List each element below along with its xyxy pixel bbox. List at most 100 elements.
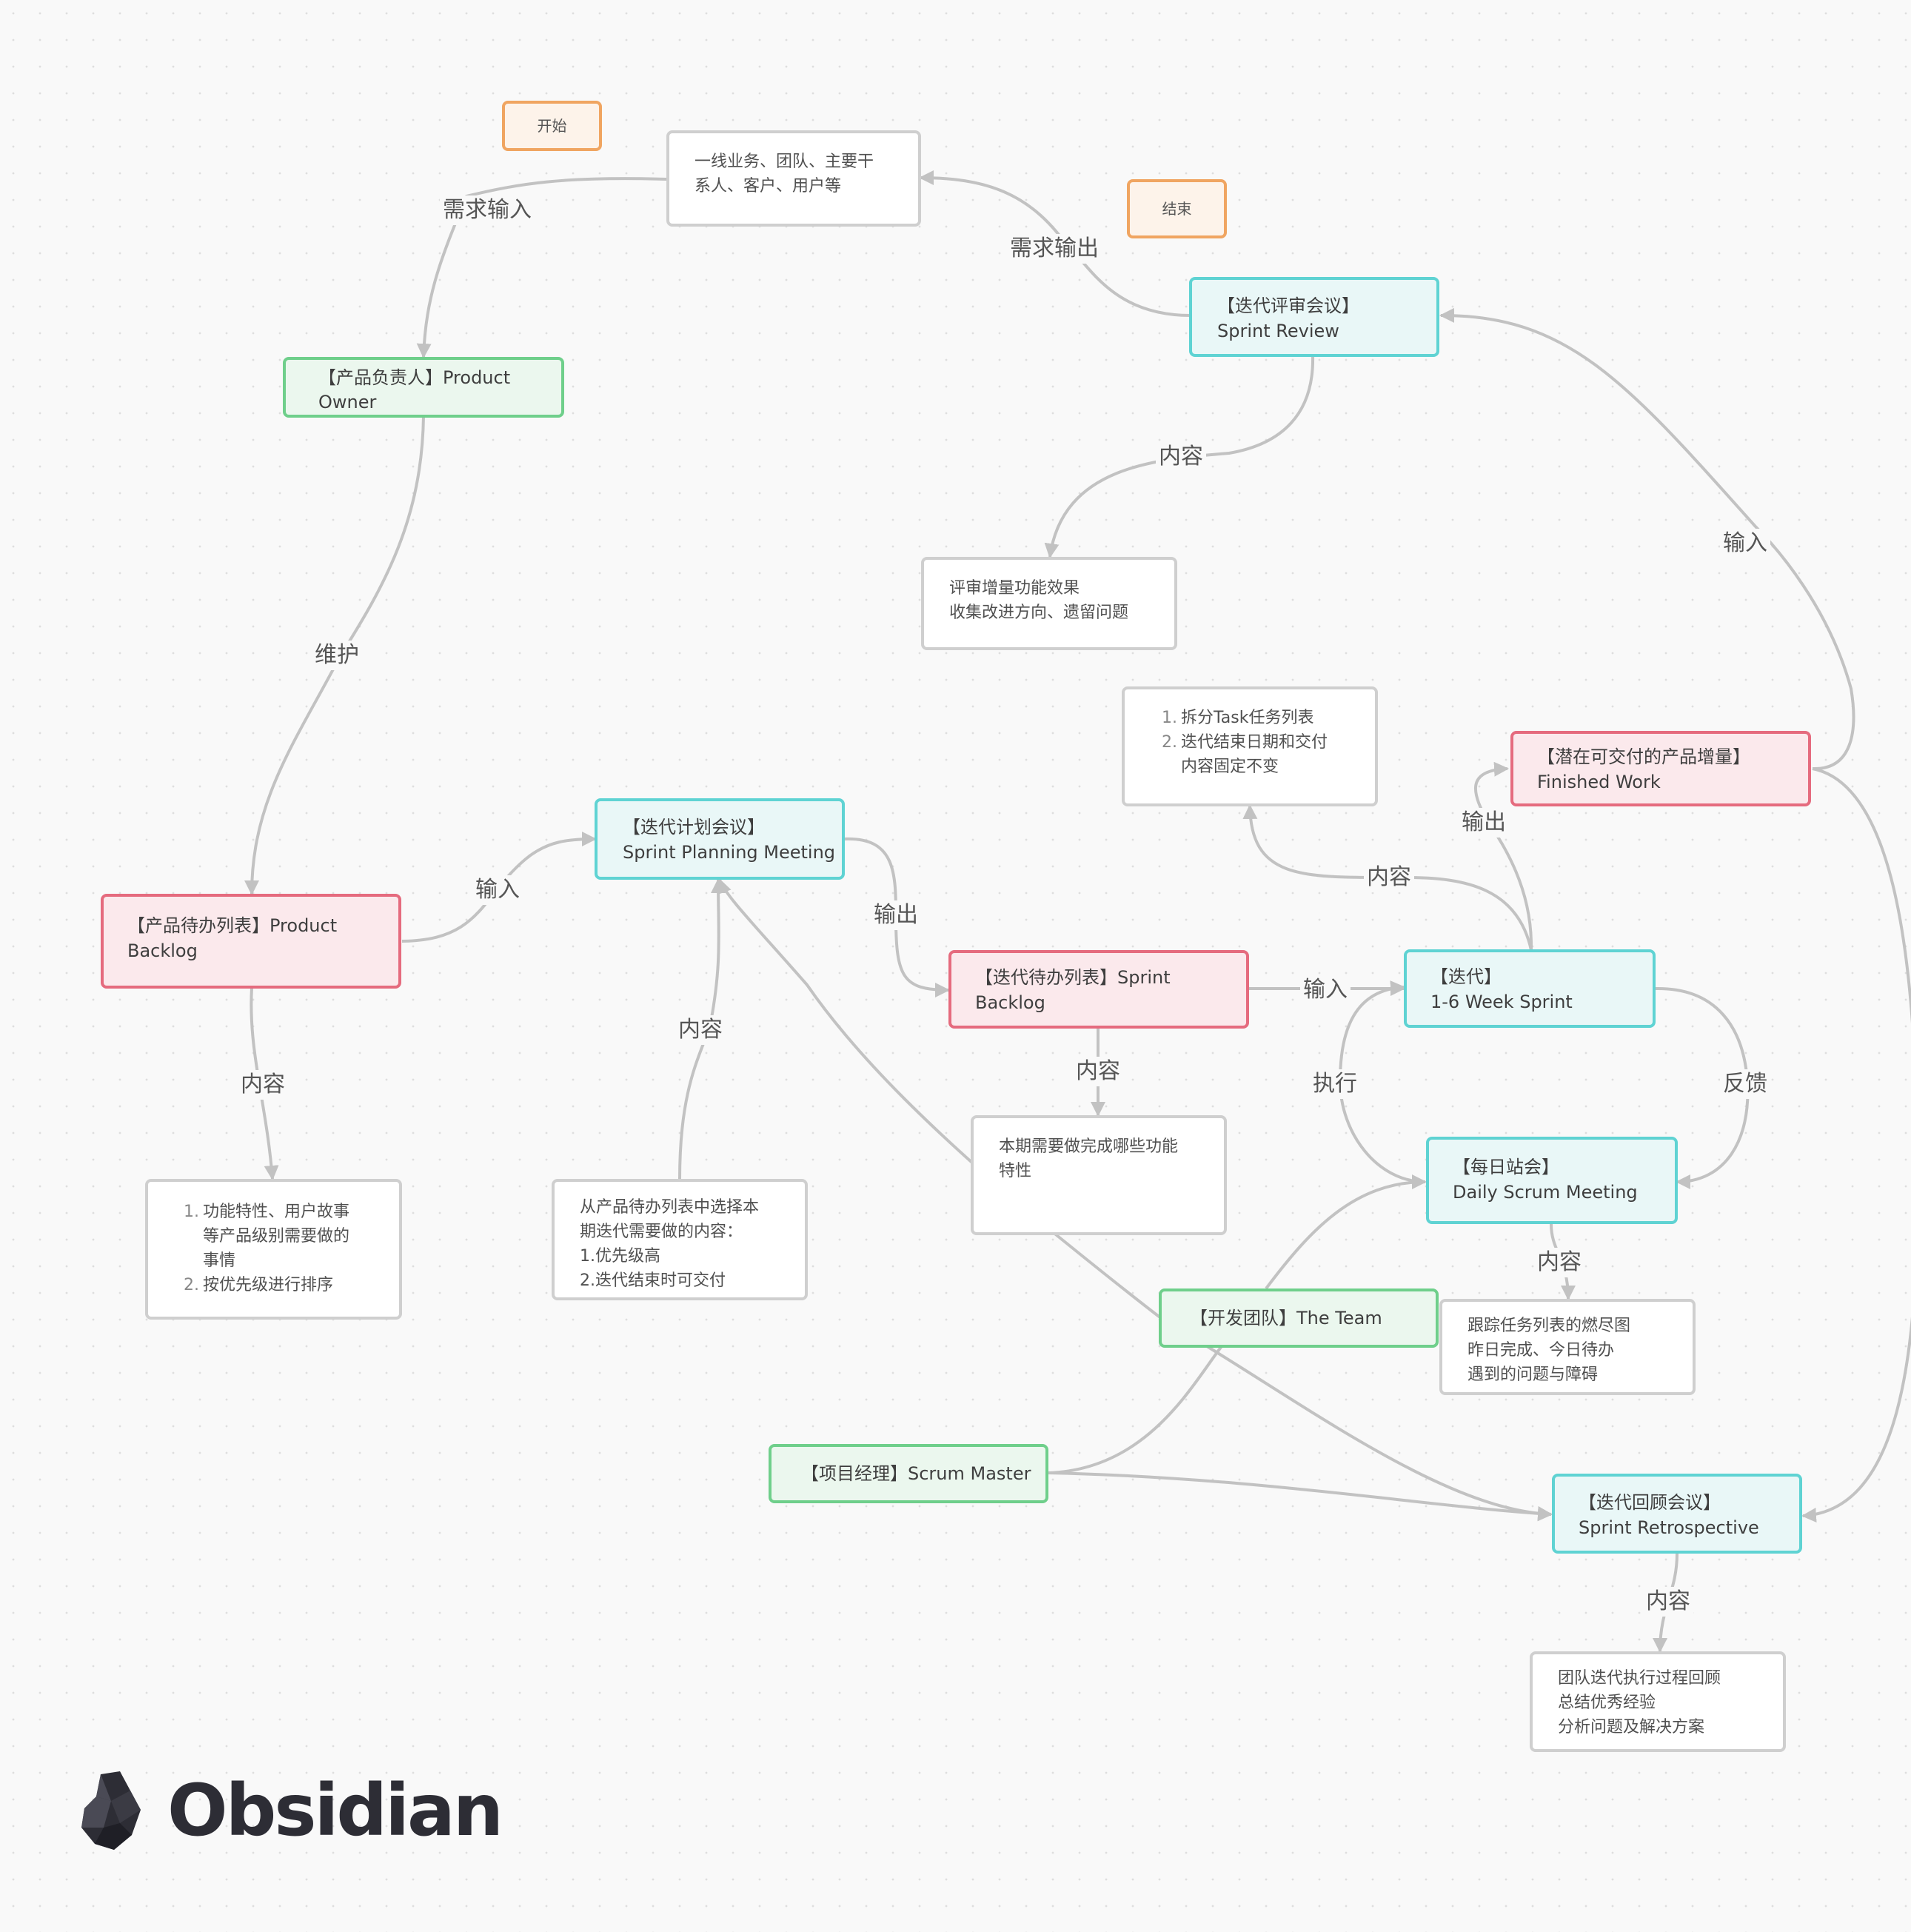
- edge-label-demand-input: 需求输入: [440, 195, 535, 225]
- daily-scrum-line-2: Daily Scrum Meeting: [1453, 1182, 1638, 1203]
- sprint-backlog-content-line-2: 特性: [999, 1162, 1032, 1180]
- sprint-line-1: 【迭代】: [1430, 966, 1502, 987]
- scrum-master-node[interactable]: 【项目经理】Scrum Master: [769, 1444, 1048, 1503]
- backlog-content-item-2: 2.按优先级进行排序: [184, 1273, 364, 1297]
- the-team-label: 【开发团队】The Team: [1190, 1308, 1382, 1328]
- edge-team-to-planning: [717, 878, 1162, 1320]
- start-node[interactable]: 开始: [502, 101, 602, 151]
- sprint-backlog-line-1: 【迭代待办列表】Sprint: [975, 967, 1171, 988]
- planning-content-line-2: 期迭代需要做的内容：: [580, 1223, 743, 1241]
- edge-label-backlog-content: 内容: [238, 1070, 288, 1100]
- product-owner-line-2: Owner: [318, 392, 377, 412]
- scrum-master-label: 【项目经理】Scrum Master: [801, 1463, 1031, 1484]
- product-backlog-line-1: 【产品待办列表】Product: [127, 915, 338, 936]
- sprint-planning-line-2: Sprint Planning Meeting: [623, 842, 836, 863]
- daily-content-line-1: 跟踪任务列表的燃尽图: [1467, 1317, 1631, 1335]
- stakeholders-line-2: 系人、客户、用户等: [695, 177, 842, 195]
- edge-backlog-to-planning: [401, 832, 597, 943]
- backlog-content-item-1-text: 功能特性、用户故事: [203, 1203, 350, 1221]
- sprint-planning-line-1: 【迭代计划会议】: [623, 817, 765, 838]
- daily-content-line-2: 昨日完成、今日待办: [1467, 1341, 1615, 1360]
- sprint-node[interactable]: 【迭代】 1-6 Week Sprint: [1404, 949, 1656, 1028]
- retro-content-line-2: 总结优秀经验: [1558, 1694, 1656, 1712]
- edge-label-daily-content: 内容: [1534, 1248, 1584, 1277]
- retrospective-line-1: 【迭代回顾会议】: [1579, 1492, 1721, 1513]
- edge-label-demand-output: 需求输出: [1007, 234, 1102, 264]
- edge-finished-to-review: [1439, 307, 1855, 771]
- planning-content-node[interactable]: 从产品待办列表中选择本 期迭代需要做的内容： 1.优先级高 2.迭代结束时可交付: [552, 1179, 808, 1300]
- daily-content-line-3: 遇到的问题与障碍: [1467, 1366, 1599, 1384]
- finished-work-line-2: Finished Work: [1537, 772, 1661, 792]
- obsidian-brand: Obsidian: [78, 1769, 503, 1852]
- sprint-review-node[interactable]: 【迭代评审会议】 Sprint Review: [1189, 277, 1439, 357]
- sprint-task-note-2-cont: 内容固定不变: [1181, 758, 1279, 776]
- edge-label-backlog-to-planning: 输入: [472, 875, 523, 905]
- obsidian-logo-icon: [81, 1771, 141, 1850]
- sprint-backlog-content-line-1: 本期需要做完成哪些功能: [999, 1137, 1179, 1156]
- product-owner-line-1: 【产品负责人】Product: [318, 367, 511, 388]
- sprint-task-notes-node[interactable]: 1.拆分Task任务列表 2.迭代结束日期和交付 内容固定不变: [1122, 686, 1378, 806]
- retrospective-line-2: Sprint Retrospective: [1579, 1517, 1759, 1538]
- review-content-line-2: 收集改进方向、遗留问题: [949, 604, 1129, 622]
- daily-scrum-line-1: 【每日站会】: [1453, 1157, 1559, 1177]
- product-backlog-line-2: Backlog: [127, 940, 198, 961]
- planning-content-line-1: 从产品待办列表中选择本: [580, 1198, 760, 1217]
- backlog-content-item-1-cont2: 事情: [203, 1251, 236, 1270]
- edge-sm-to-retro: [1047, 1471, 1553, 1521]
- finished-work-node[interactable]: 【潜在可交付的产品增量】 Finished Work: [1510, 731, 1811, 806]
- sprint-task-note-2: 2.迭代结束日期和交付 内容固定不变: [1162, 730, 1338, 779]
- edge-label-finished-to-review: 输入: [1720, 529, 1770, 558]
- planning-content-line-4: 2.迭代结束时可交付: [580, 1271, 726, 1290]
- stakeholders-node[interactable]: 一线业务、团队、主要干 系人、客户、用户等: [666, 130, 921, 227]
- sprint-task-note-1-num: 1.: [1162, 709, 1177, 727]
- backlog-content-node[interactable]: 1.功能特性、用户故事 等产品级别需要做的 事情 2.按优先级进行排序: [145, 1179, 402, 1320]
- planning-content-line-3: 1.优先级高: [580, 1247, 660, 1266]
- sprint-task-note-1-text: 拆分Task任务列表: [1181, 709, 1314, 727]
- backlog-content-item-2-num: 2.: [184, 1276, 199, 1294]
- sprint-task-note-1: 1.拆分Task任务列表: [1162, 706, 1338, 730]
- edge-finished-to-retro: [1801, 767, 1911, 1522]
- start-label: 开始: [537, 116, 567, 135]
- retro-content-line-1: 团队迭代执行过程回顾: [1558, 1669, 1721, 1688]
- edge-label-planning-output: 输出: [871, 900, 921, 930]
- backlog-content-item-1-cont: 等产品级别需要做的: [203, 1227, 350, 1246]
- edge-label-review-content: 内容: [1156, 442, 1206, 472]
- brand-name: Obsidian: [167, 1769, 503, 1852]
- review-content-line-1: 评审增量功能效果: [949, 579, 1080, 598]
- review-content-node[interactable]: 评审增量功能效果 收集改进方向、遗留问题: [921, 557, 1177, 650]
- sprint-line-2: 1-6 Week Sprint: [1430, 992, 1573, 1012]
- sprint-task-note-2-num: 2.: [1162, 733, 1177, 752]
- edge-label-planning-content: 内容: [675, 1015, 726, 1045]
- edge-label-finished-output: 输出: [1459, 808, 1509, 838]
- sprint-review-line-2: Sprint Review: [1217, 321, 1339, 341]
- end-node[interactable]: 结束: [1127, 179, 1227, 238]
- edge-team-to-daily: [1265, 1174, 1427, 1290]
- sprint-backlog-node[interactable]: 【迭代待办列表】Sprint Backlog: [948, 950, 1249, 1029]
- the-team-node[interactable]: 【开发团队】The Team: [1159, 1288, 1439, 1348]
- finished-work-line-1: 【潜在可交付的产品增量】: [1537, 746, 1750, 767]
- daily-content-node[interactable]: 跟踪任务列表的燃尽图 昨日完成、今日待办 遇到的问题与障碍: [1439, 1299, 1696, 1395]
- edge-label-sprint-backlog-to-sprint: 输入: [1300, 975, 1351, 1005]
- end-label: 结束: [1162, 199, 1192, 218]
- product-backlog-node[interactable]: 【产品待办列表】Product Backlog: [101, 894, 401, 989]
- sprint-backlog-line-2: Backlog: [975, 992, 1045, 1013]
- edge-label-sprint-backlog-content: 内容: [1073, 1057, 1123, 1086]
- edge-team-to-retro: [1205, 1345, 1553, 1522]
- retrospective-node[interactable]: 【迭代回顾会议】 Sprint Retrospective: [1552, 1474, 1802, 1554]
- sprint-review-line-1: 【迭代评审会议】: [1217, 295, 1359, 316]
- backlog-content-item-1: 1.功能特性、用户故事 等产品级别需要做的 事情: [184, 1200, 364, 1273]
- retro-content-line-3: 分析问题及解决方案: [1558, 1718, 1705, 1737]
- edge-label-feedback: 反馈: [1720, 1069, 1770, 1099]
- edge-label-maintain: 维护: [312, 641, 362, 670]
- product-owner-node[interactable]: 【产品负责人】Product Owner: [283, 357, 564, 418]
- sprint-task-note-2-text: 迭代结束日期和交付: [1181, 733, 1328, 752]
- daily-scrum-node[interactable]: 【每日站会】 Daily Scrum Meeting: [1426, 1137, 1678, 1224]
- sprint-backlog-content-node[interactable]: 本期需要做完成哪些功能 特性: [971, 1115, 1227, 1235]
- sprint-planning-node[interactable]: 【迭代计划会议】 Sprint Planning Meeting: [595, 798, 845, 880]
- retro-content-node[interactable]: 团队迭代执行过程回顾 总结优秀经验 分析问题及解决方案: [1530, 1651, 1786, 1752]
- backlog-content-item-1-num: 1.: [184, 1203, 199, 1221]
- edge-sm-to-team: [1047, 1345, 1223, 1474]
- backlog-content-item-2-text: 按优先级进行排序: [203, 1276, 334, 1294]
- edge-review-to-content: [1044, 355, 1315, 558]
- edge-label-execute: 执行: [1310, 1069, 1360, 1099]
